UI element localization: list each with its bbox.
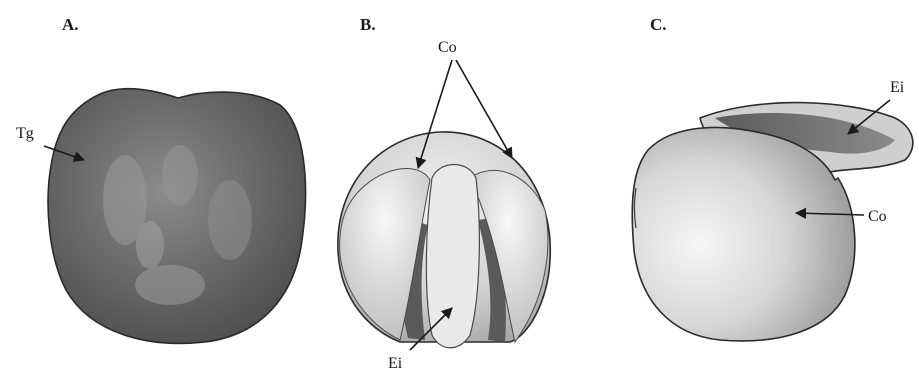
co-label-b: Co bbox=[438, 39, 457, 56]
tg-label: Tg bbox=[16, 125, 34, 142]
panel-a-label: A. bbox=[62, 15, 79, 34]
panel-a: A. Tg bbox=[16, 15, 306, 343]
panel-c: C. Ei Co bbox=[632, 15, 913, 341]
panel-b: B. Co Ei bbox=[338, 15, 550, 372]
co-label-c: Co bbox=[868, 208, 887, 225]
panel-b-label: B. bbox=[360, 15, 376, 34]
ei-label-b: Ei bbox=[388, 355, 403, 372]
panel-c-label: C. bbox=[650, 15, 667, 34]
ei-label-c: Ei bbox=[890, 79, 905, 96]
embryonic-axis bbox=[426, 165, 479, 348]
seed-testa-shape bbox=[48, 89, 305, 344]
